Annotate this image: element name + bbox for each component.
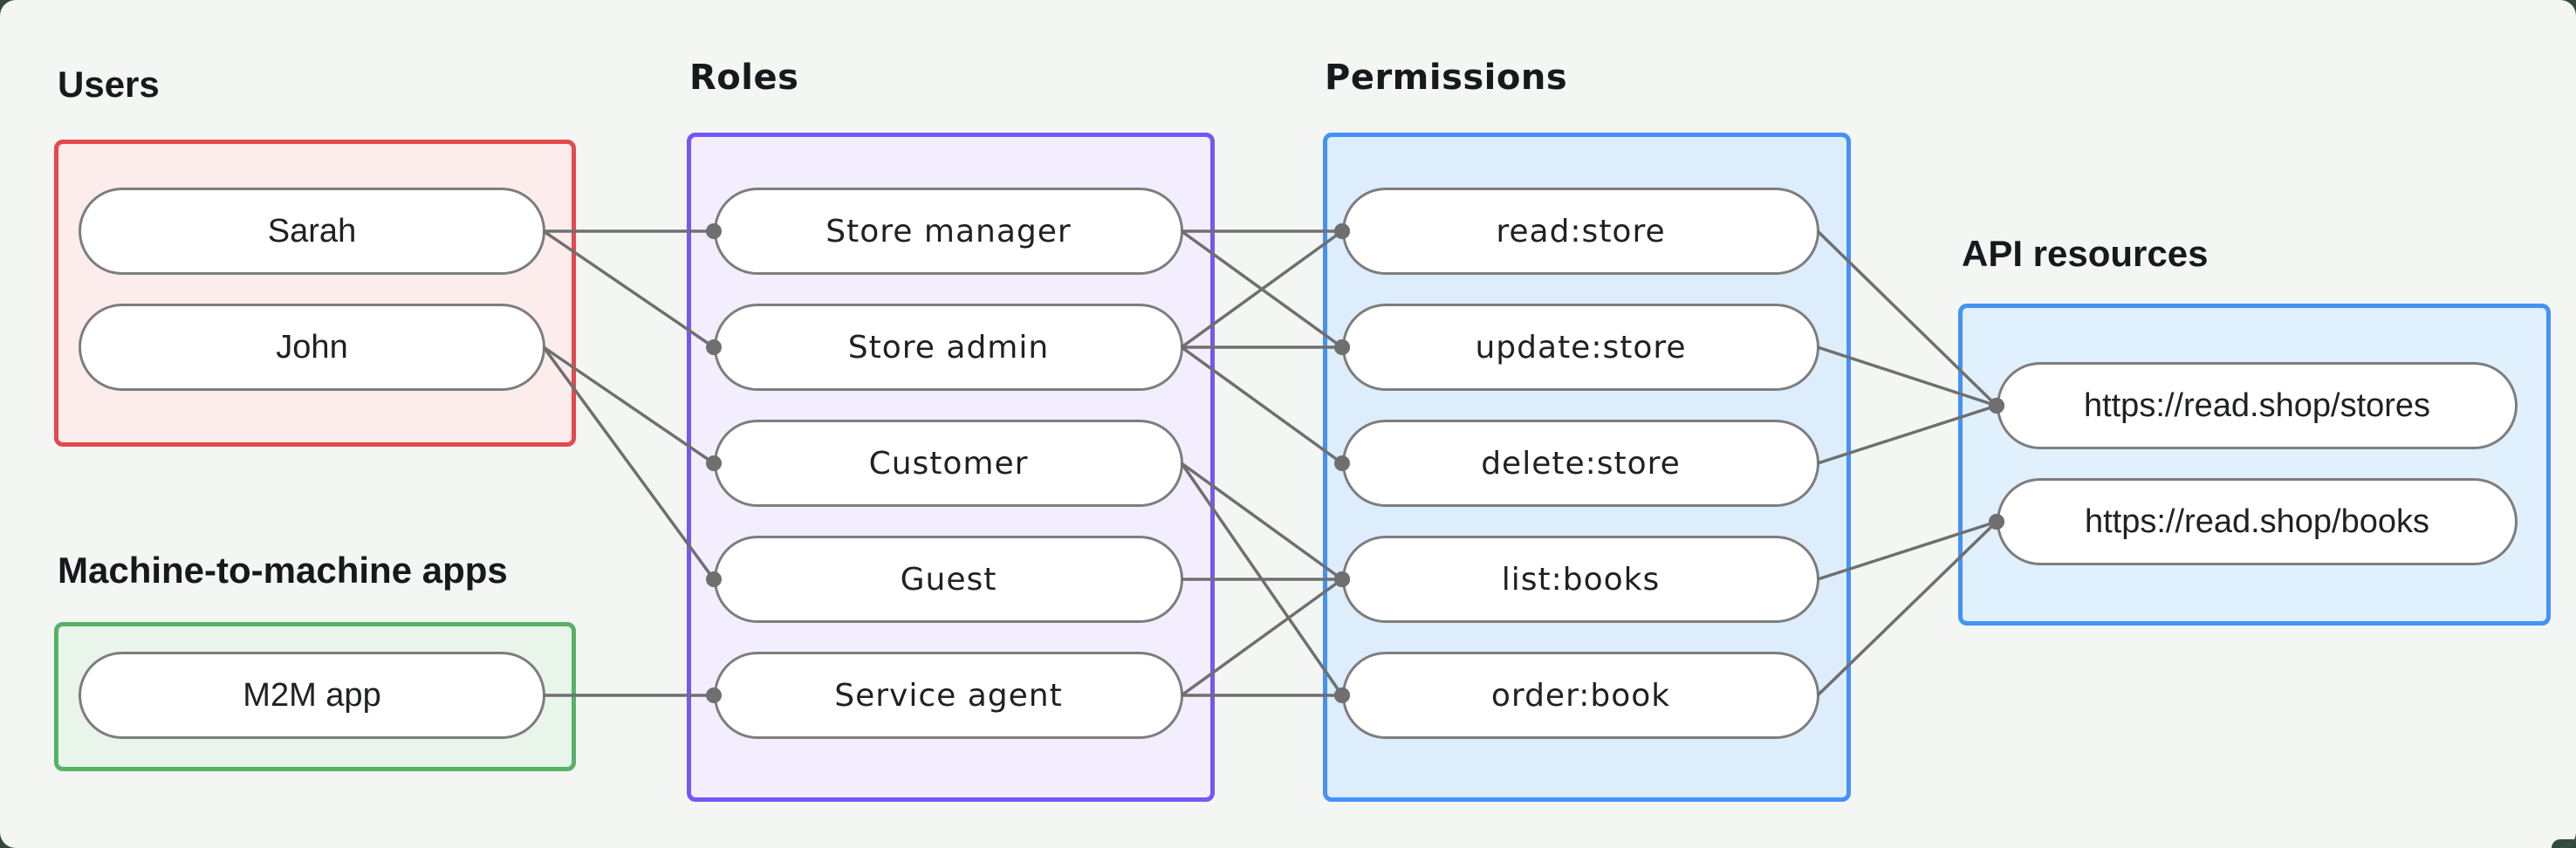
permissions-group-title: Permissions: [1325, 58, 1568, 98]
node-pill-m2m-app: M2M app: [79, 652, 545, 739]
m2m-group-title: Machine-to-machine apps: [58, 550, 508, 591]
api-group-box: [1958, 304, 2551, 626]
node-pill-guest: Guest: [714, 536, 1183, 623]
node-pill-read-store: read:store: [1342, 188, 1819, 275]
bottom-right-dark-corner: [2552, 839, 2576, 848]
node-pill-update-store: update:store: [1342, 304, 1819, 391]
node-pill-john: John: [79, 304, 545, 391]
api-group-title: API resources: [1962, 233, 2209, 274]
node-pill-store-admin: Store admin: [714, 304, 1183, 391]
users-group-title: Users: [58, 64, 160, 105]
node-pill-service-agent: Service agent: [714, 652, 1183, 739]
roles-group-title: Roles: [689, 58, 799, 98]
node-pill-customer: Customer: [714, 420, 1183, 507]
node-pill-delete-store: delete:store: [1342, 420, 1819, 507]
node-pill-stores-api: https://read.shop/stores: [1997, 362, 2518, 449]
users-group-box: [54, 140, 576, 447]
node-pill-books-api: https://read.shop/books: [1997, 478, 2518, 565]
node-pill-list-books: list:books: [1342, 536, 1819, 623]
node-pill-order-book: order:book: [1342, 652, 1819, 739]
node-pill-store-manager: Store manager: [714, 188, 1183, 275]
node-pill-sarah: Sarah: [79, 188, 545, 275]
